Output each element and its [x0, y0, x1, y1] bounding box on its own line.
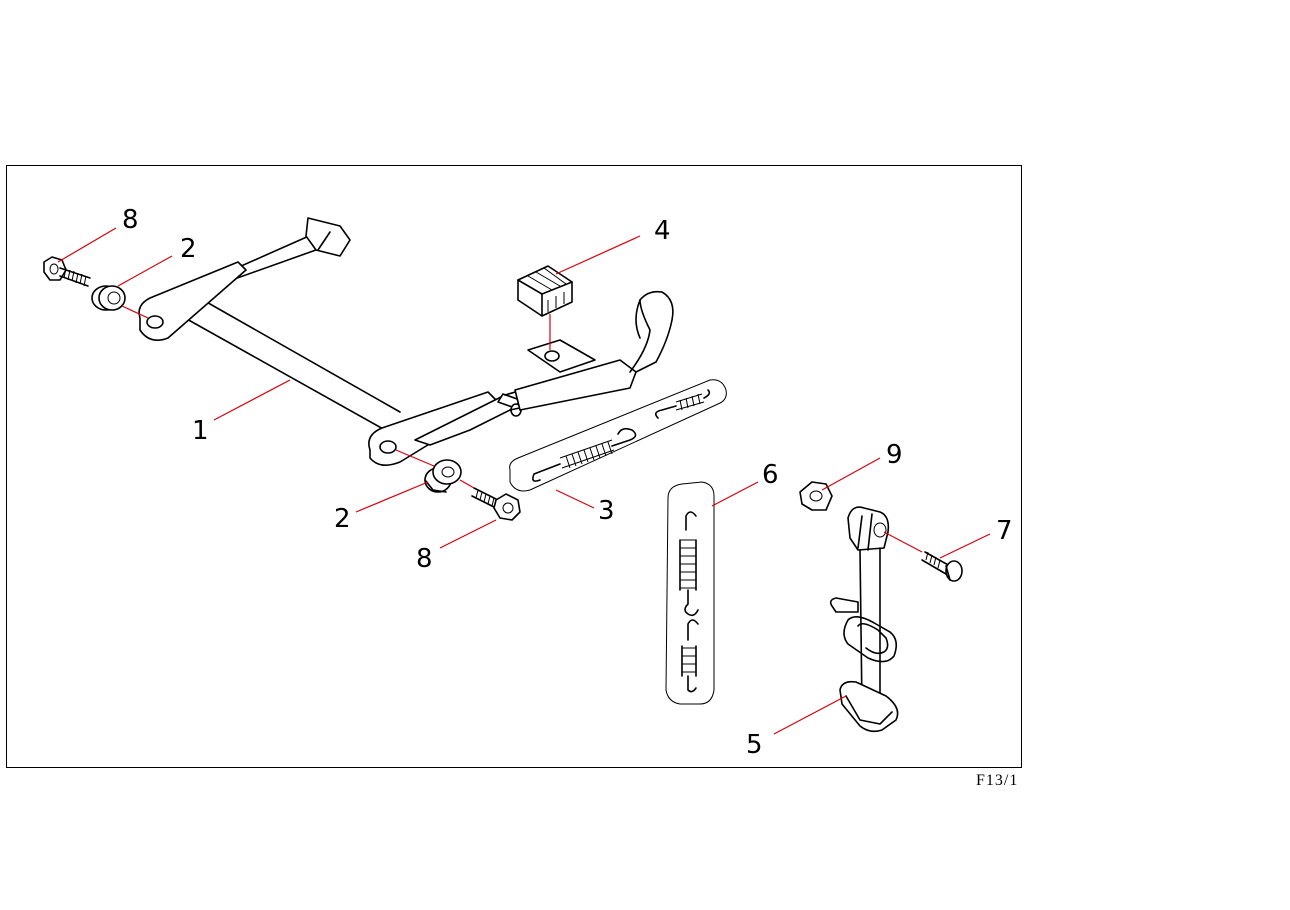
main-stand-frame	[138, 217, 674, 466]
figure-code: F13/1	[976, 772, 1019, 789]
side-stand	[829, 506, 899, 733]
hex-nut	[799, 481, 833, 511]
leader-lines	[57, 227, 991, 735]
diagram-frame	[6, 165, 1022, 768]
callout-8-upper: 8	[122, 205, 139, 235]
bushing-lower	[424, 459, 462, 493]
callout-2-lower: 2	[334, 504, 351, 534]
callout-9: 9	[886, 440, 903, 470]
leader-8-lower-bushing	[459, 479, 475, 489]
spring-set	[509, 379, 727, 492]
flange-bolt-upper	[43, 256, 91, 287]
leader-8-upper	[57, 227, 117, 263]
rubber-pad	[517, 265, 573, 317]
leader-2-upper-bracket	[121, 305, 149, 319]
callout-6: 6	[762, 460, 779, 490]
leader-7-clevis	[883, 531, 923, 553]
leader-4	[555, 235, 641, 275]
callout-8-lower: 8	[416, 544, 433, 574]
leader-8-lower	[439, 519, 497, 549]
leader-3	[555, 489, 595, 509]
leader-2-lower	[355, 481, 429, 513]
leader-9	[821, 457, 881, 491]
pivot-bolt	[921, 551, 963, 582]
leader-2-upper	[117, 255, 173, 287]
bushing-upper	[91, 285, 126, 311]
flange-bolt-lower	[471, 487, 521, 521]
callout-5: 5	[746, 730, 763, 760]
leader-7	[939, 533, 991, 559]
leader-1	[213, 379, 291, 421]
side-stand-springs	[665, 481, 715, 705]
leader-6	[711, 481, 759, 507]
leader-2-lower-bracket	[395, 449, 435, 467]
callout-7: 7	[996, 516, 1013, 546]
callout-1: 1	[192, 416, 209, 446]
callout-4: 4	[654, 216, 671, 246]
leader-5	[773, 695, 847, 735]
callout-3: 3	[598, 496, 615, 526]
callout-2-upper: 2	[180, 234, 197, 264]
